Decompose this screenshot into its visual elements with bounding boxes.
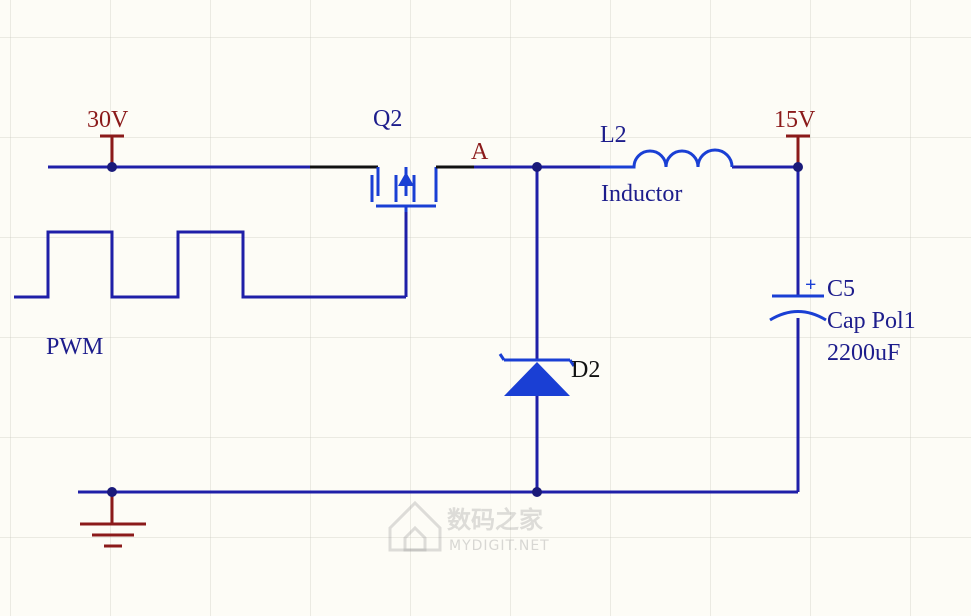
- watermark-main: 数码之家: [447, 506, 543, 534]
- junction-node-a: [532, 162, 542, 172]
- watermark: 数码之家 MYDIGIT.NET: [388, 500, 550, 554]
- power-port-15v: [786, 134, 810, 167]
- transistor-designator: Q2: [373, 106, 402, 132]
- capacitor-comment: Cap Pol1: [827, 308, 916, 334]
- wires: [14, 165, 800, 494]
- diode-designator: D2: [571, 357, 600, 383]
- junction-30v: [107, 162, 117, 172]
- mosfet-q2-symbol[interactable]: [310, 165, 438, 212]
- capacitor-value: 2200uF: [827, 340, 900, 366]
- junction-ground-left: [107, 487, 117, 497]
- inductor-l2-coil[interactable]: [600, 148, 734, 169]
- house-logo-icon: [388, 500, 442, 552]
- pwm-label: PWM: [46, 334, 103, 360]
- watermark-sub: MYDIGIT.NET: [449, 538, 550, 554]
- node-a-label: A: [471, 139, 489, 165]
- supply-out-label: 15V: [774, 107, 816, 133]
- power-port-30v: [100, 134, 124, 167]
- inductor-designator: L2: [600, 122, 627, 148]
- capacitor-polarity-mark: +: [805, 274, 816, 296]
- junction-15v: [793, 162, 803, 172]
- mosfet-arrow: [398, 172, 414, 186]
- diode-d2-symbol[interactable]: [498, 353, 576, 396]
- junction-dots: [107, 162, 803, 497]
- supply-in-label: 30V: [87, 107, 129, 133]
- junction-ground-diode: [532, 487, 542, 497]
- capacitor-designator: C5: [827, 276, 855, 302]
- capacitor-c5-symbol[interactable]: [769, 294, 827, 322]
- pwm-waveform: [14, 230, 406, 299]
- inductor-comment: Inductor: [601, 181, 682, 207]
- ground-symbol: [80, 492, 146, 548]
